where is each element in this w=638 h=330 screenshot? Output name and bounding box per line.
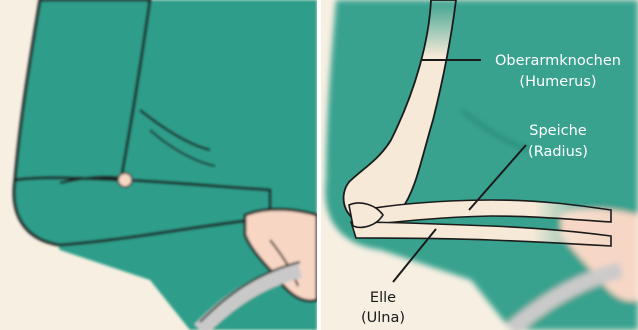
humerus-label-line2: (Humerus): [519, 74, 596, 90]
arm-illustration: [0, 0, 317, 330]
ulna-label-line1: Elle: [370, 290, 396, 306]
arm-bones-panel: Oberarmknochen (Humerus) Speiche (Radius…: [321, 0, 638, 330]
arm-illustration-panel: [0, 0, 317, 330]
radius-label-line1: Speiche: [529, 123, 587, 139]
radius-label-line2: (Radius): [528, 144, 588, 160]
ulna-label-line2: (Ulna): [361, 310, 405, 326]
humerus-label-line1: Oberarmknochen: [495, 53, 621, 69]
arm-bones-diagram: Oberarmknochen (Humerus) Speiche (Radius…: [321, 0, 638, 330]
